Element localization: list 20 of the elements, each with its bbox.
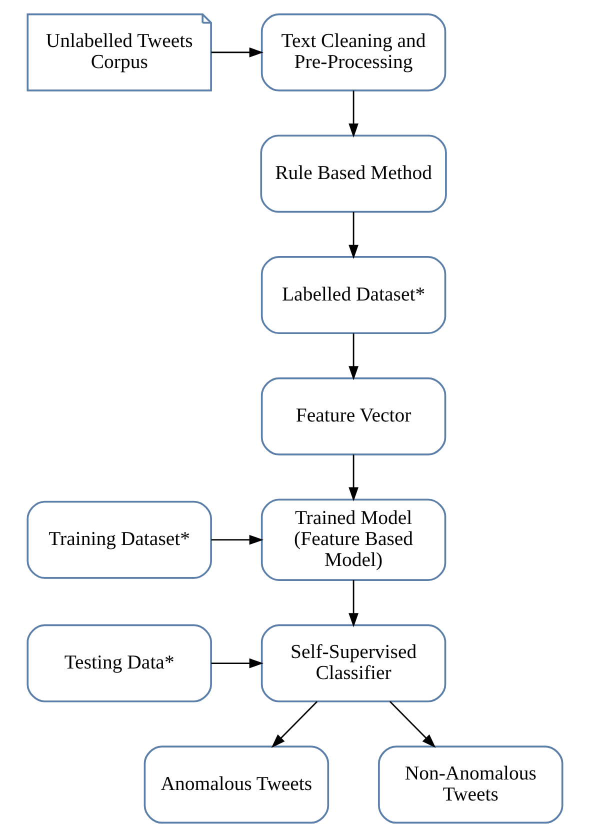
node-box: Labelled Dataset* (260, 256, 446, 334)
node-box: Rule Based Method (260, 134, 446, 213)
arrow (348, 212, 358, 259)
node-box: Self-Supervised Classifier (260, 624, 446, 702)
arrow (210, 534, 263, 545)
arrow (348, 90, 358, 138)
arrow (348, 454, 358, 502)
arrow (348, 333, 358, 380)
node-box: Trained Model (Feature Based Model) (260, 498, 446, 581)
node-box: Text Cleaning and Pre-Processing (260, 13, 446, 92)
arrow (210, 658, 263, 668)
node-box: Non-Anomalous Tweets (378, 746, 563, 824)
arrow (388, 701, 436, 748)
arrow (270, 701, 318, 748)
node-box: Anomalous Tweets (143, 746, 329, 824)
node-box: Testing Data* (26, 624, 212, 702)
arrow (348, 580, 358, 628)
node-box: Feature Vector (260, 377, 446, 456)
node-box: Training Dataset* (26, 500, 212, 579)
arrow (210, 47, 263, 58)
